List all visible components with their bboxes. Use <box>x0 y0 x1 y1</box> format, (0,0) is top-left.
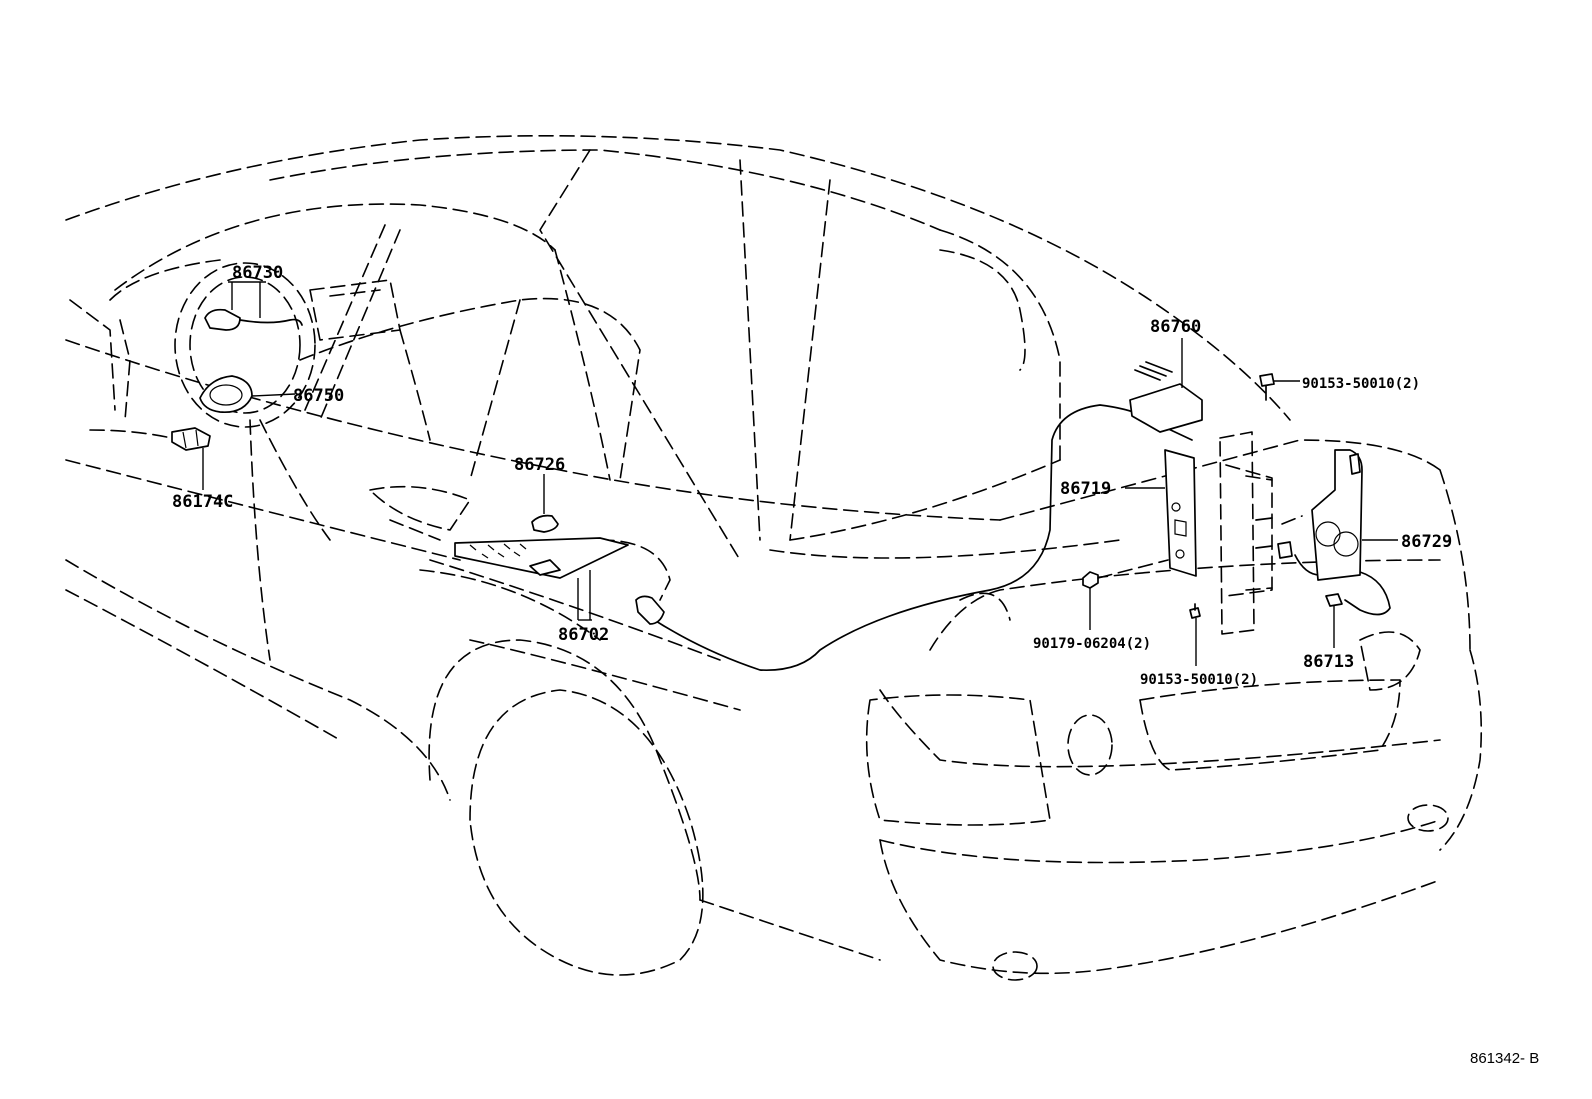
label-86719: 86719 <box>1060 479 1111 499</box>
nut-90179-06204 <box>1082 559 1169 630</box>
label-90179-06204: 90179-06204(2) <box>1033 636 1151 652</box>
label-86750: 86750 <box>293 386 344 406</box>
part-86726 <box>531 474 559 533</box>
part-86729 <box>1311 449 1398 581</box>
bolt-90153-50010-bottom <box>1189 603 1201 666</box>
label-86713: 86713 <box>1303 652 1354 672</box>
part-86730 <box>204 281 303 331</box>
steering-wheel-area <box>119 262 316 428</box>
car-body-outline <box>65 134 1483 981</box>
label-86726: 86726 <box>514 455 565 475</box>
part-86719 <box>1125 449 1197 577</box>
label-90153-50010-top: 90153-50010(2) <box>1302 376 1420 392</box>
bolt-90153-50010-top <box>1259 373 1300 401</box>
label-86702: 86702 <box>558 625 609 645</box>
antenna-cable <box>647 404 1391 671</box>
part-86702 <box>454 537 665 625</box>
label-86760: 86760 <box>1150 317 1201 337</box>
part-86760 <box>1129 338 1203 433</box>
part-86713 <box>1325 593 1343 648</box>
part-86750 <box>199 375 296 414</box>
label-86174C: 86174C <box>172 492 233 512</box>
part-86174C <box>171 427 211 490</box>
part-labels: 86730 86750 86174C 86726 86702 86760 901… <box>172 263 1452 688</box>
label-86730: 86730 <box>232 263 283 283</box>
label-90153-50010-bottom: 90153-50010(2) <box>1140 672 1258 688</box>
figure-code: 861342- B <box>1470 1050 1539 1067</box>
amplifier-unit <box>1219 431 1303 635</box>
label-86729: 86729 <box>1401 532 1452 552</box>
